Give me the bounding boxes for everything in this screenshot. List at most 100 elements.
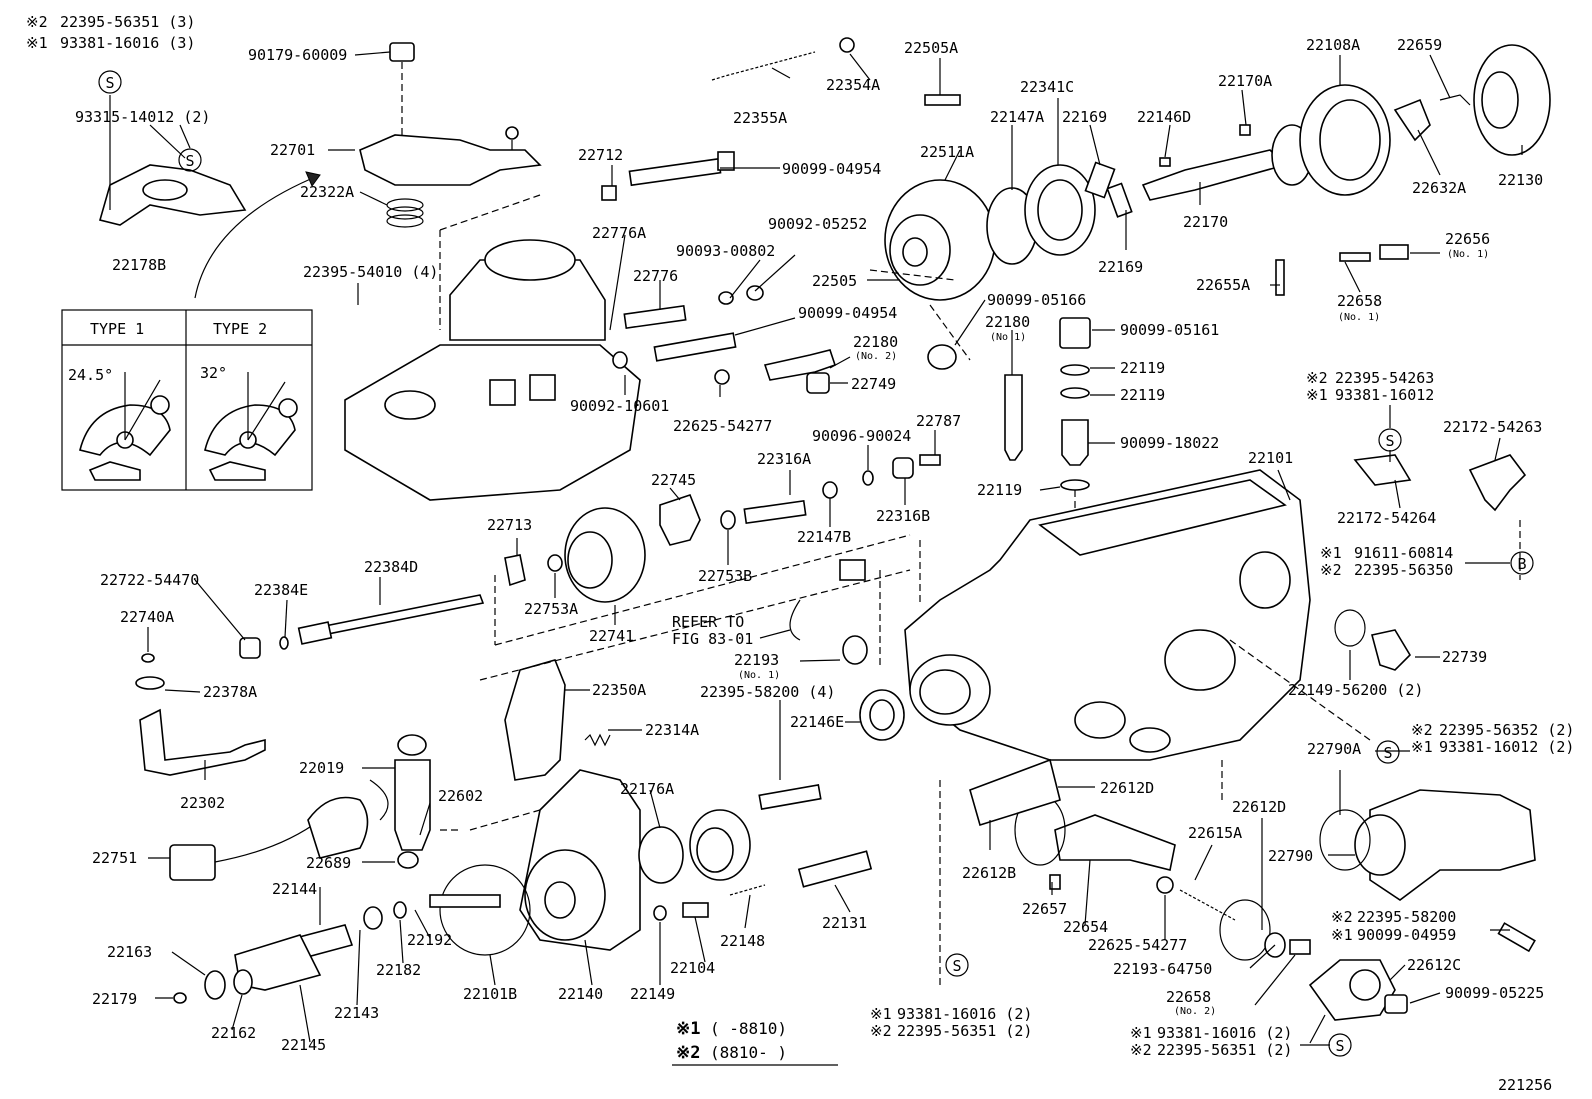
part-label: 22654: [1063, 918, 1108, 936]
legend-range-2: (8810- ): [710, 1043, 787, 1062]
part-label: 22179: [92, 990, 137, 1008]
part-label: 22753B: [698, 567, 752, 585]
part-label: 22146E: [790, 713, 844, 731]
part-label: 22104: [670, 959, 715, 977]
part-note: (No. 2): [1174, 1006, 1216, 1017]
part-label: 22659: [1397, 36, 1442, 54]
part-label: 22192: [407, 931, 452, 949]
part-label: 90099-18022: [1120, 434, 1219, 452]
part-label: 22395-54010 (4): [303, 263, 438, 281]
part-label: 93381-16016 (2): [1157, 1024, 1292, 1042]
part-label: 22314A: [645, 721, 699, 739]
part-label: 22713: [487, 516, 532, 534]
part-label: 22101: [1248, 449, 1293, 467]
figure-id: 221256: [1498, 1076, 1552, 1094]
part-label: 90096-90024: [812, 427, 911, 445]
part-label: 22119: [1120, 386, 1165, 404]
part-label: 22395-56351 (2): [1157, 1041, 1292, 1059]
mark-1-symbol: ※1: [870, 1005, 892, 1023]
part-label: 22602: [438, 787, 483, 805]
part-label: 22395-58200 (4): [700, 683, 835, 701]
part-label: 22130: [1498, 171, 1543, 189]
part-label: 22384D: [364, 558, 418, 576]
part-label: 22378A: [203, 683, 257, 701]
part-label: 22395-56350: [1354, 561, 1453, 579]
part-label: 22316B: [876, 507, 930, 525]
part-label: 22144: [272, 880, 317, 898]
part-label: 22147A: [990, 108, 1044, 126]
part-label: 22689: [306, 854, 351, 872]
part-label: 22131: [822, 914, 867, 932]
part-label: 22101B: [463, 985, 517, 1003]
mark-1-symbol: ※1: [1320, 544, 1342, 562]
svg-text:S: S: [1385, 432, 1394, 450]
part-label: 22172-54263: [1443, 418, 1542, 436]
part-label: 22193-64750: [1113, 960, 1212, 978]
part-label: 22655A: [1196, 276, 1250, 294]
s-symbol: S: [945, 953, 969, 977]
part-label: 22612B: [962, 864, 1016, 882]
pulley-drawing: [884, 164, 1096, 301]
part-label: 90099-05166: [987, 291, 1086, 309]
part-label: 22119: [977, 481, 1022, 499]
s-symbols: S S S S S S B: [98, 70, 1534, 1057]
part-label: 90179-60009: [248, 46, 347, 64]
mark-2-symbol: ※2: [1320, 561, 1342, 579]
part-label: 22395-58200: [1357, 908, 1456, 926]
part-label: 22658: [1166, 988, 1211, 1006]
pump-housing-drawing: [904, 469, 1311, 761]
part-label: 22395-56352 (2): [1439, 721, 1574, 739]
s-symbol: S: [178, 148, 202, 172]
legend-range-1: ( -8810): [710, 1019, 787, 1038]
part-label: 22341C: [1020, 78, 1074, 96]
part-label: 22505A: [904, 39, 958, 57]
type-1-angle: 24.5°: [68, 366, 113, 384]
part-label: 22149-56200 (2): [1288, 681, 1423, 699]
part-note: (No. 2): [855, 351, 897, 362]
part-label: 22322A: [300, 183, 354, 201]
part-label: 90099-04959: [1357, 926, 1456, 944]
part-note: (No. 1): [1447, 249, 1489, 260]
mark-1-symbol: ※1: [1411, 738, 1433, 756]
reference-note: REFER TO: [672, 613, 744, 631]
s-symbol: S: [1328, 1033, 1352, 1057]
part-label: 22776: [633, 267, 678, 285]
part-label: 93381-16012 (2): [1439, 738, 1574, 756]
part-label: 22019: [299, 759, 344, 777]
part-label: 22162: [211, 1024, 256, 1042]
part-label: 22790: [1268, 847, 1313, 865]
part-label: 22169: [1062, 108, 1107, 126]
part-label: 22722-54470: [100, 571, 199, 589]
legend-mark-1: ※1: [676, 1019, 700, 1039]
mark-2-symbol: ※2: [1306, 369, 1328, 387]
part-label: 22632A: [1412, 179, 1466, 197]
part-label: 22615A: [1188, 824, 1242, 842]
svg-text:S: S: [952, 957, 961, 975]
part-label: 22657: [1022, 900, 1067, 918]
part-label: 22140: [558, 985, 603, 1003]
part-label: 22172-54264: [1337, 509, 1436, 527]
part-note: (No. 1): [1338, 312, 1380, 323]
part-label: 22625-54277: [1088, 936, 1187, 954]
part-label: 22790A: [1307, 740, 1361, 758]
part-label: 22776A: [592, 224, 646, 242]
part-label: 22193: [734, 651, 779, 669]
part-label: 22316A: [757, 450, 811, 468]
leader-lines: [109, 51, 1523, 1046]
part-label: 22739: [1442, 648, 1487, 666]
part-label: 22143: [334, 1004, 379, 1022]
b-symbol: B: [1510, 551, 1534, 575]
part-label: 22656: [1445, 230, 1490, 248]
legend: ※1 ( -8810) ※2 (8810- ): [672, 1019, 838, 1066]
part-labels: ※2 22395-56351 (3) ※1 93381-16016 (3) 93…: [26, 13, 1574, 1059]
part-label: 22505: [812, 272, 857, 290]
part-label: 22148: [720, 932, 765, 950]
part-label: 22302: [180, 794, 225, 812]
distributor-head-drawing: [439, 769, 641, 956]
mark-1-symbol: ※1: [1331, 926, 1353, 944]
part-label: 22740A: [120, 608, 174, 626]
part-drawings: [61, 37, 1551, 1021]
part-label: 22355A: [733, 109, 787, 127]
type-2-angle: 32°: [200, 364, 227, 382]
part-label: 22180: [853, 333, 898, 351]
